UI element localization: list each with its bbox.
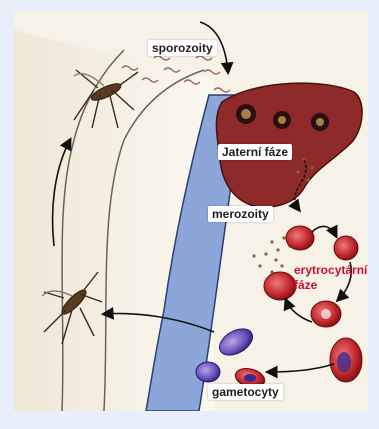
- erythrocyte-phase-label-line1: erytrocytární: [294, 264, 367, 276]
- arrow-cycle-3: [286, 300, 312, 322]
- malaria-life-cycle-illustration: sporozoity Jaterní fáze merozoity erytro…: [14, 10, 368, 411]
- merozoites-label: merozoity: [208, 206, 273, 222]
- arrow-cycle-1: [312, 226, 336, 236]
- life-cycle-drawing: [14, 10, 368, 411]
- erythrocyte-phase-label-line2: fáze: [294, 279, 317, 291]
- sporozoites-label: sporozoity: [148, 40, 217, 56]
- liver-phase-label: Jaterní fáze: [218, 144, 292, 160]
- gametocytes-label: gametocyty: [208, 384, 283, 400]
- arrow-to-gametocytes: [268, 364, 334, 372]
